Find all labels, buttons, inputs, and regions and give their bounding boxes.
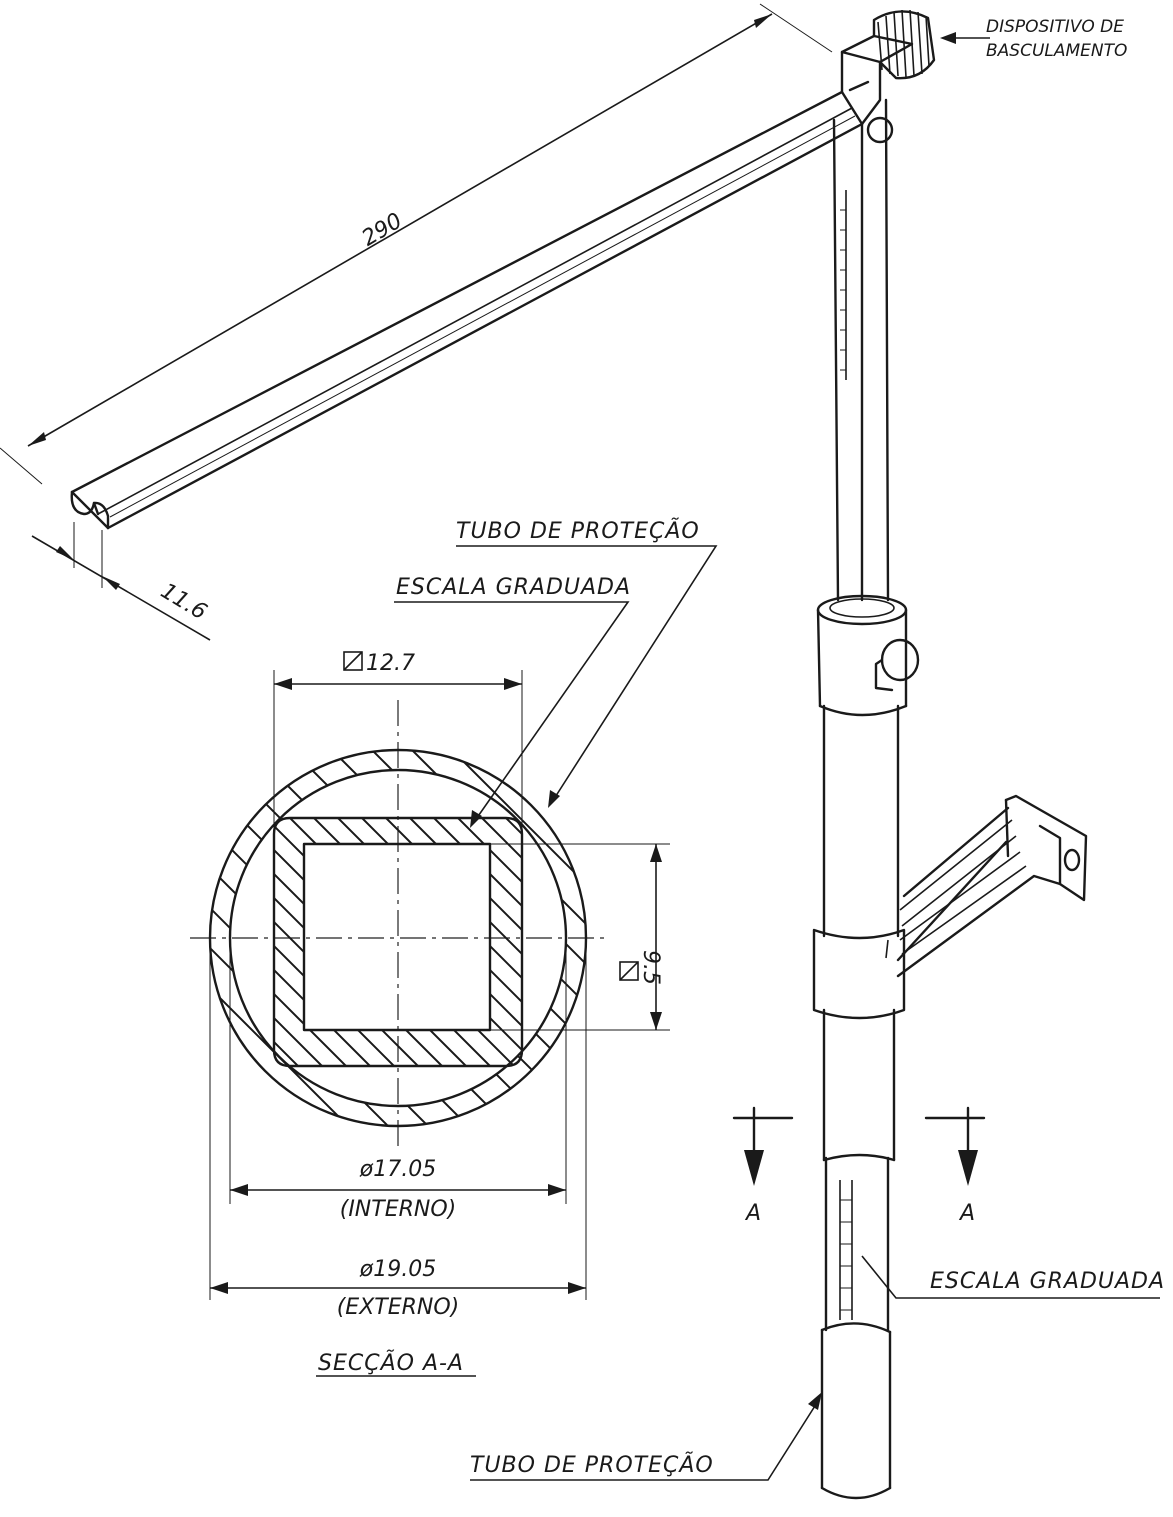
external-diameter-value: ø19.05 (359, 1257, 436, 1282)
vertical-upper-tube (832, 98, 894, 602)
section-marker-right (924, 1106, 986, 1186)
section-marker-left (732, 1106, 794, 1186)
section-title: SECÇÃO A-A (318, 1349, 464, 1376)
protection-tube-top-label: TUBO DE PROTEÇÃO (456, 517, 700, 544)
square-outer-dimension: 12.7 (366, 651, 415, 676)
vertical-lower-tube (824, 1156, 890, 1332)
section-marker-left-letter: A (744, 1201, 761, 1226)
adjust-collar (816, 594, 920, 717)
protection-tube-bottom-label: TUBO DE PROTEÇÃO (470, 1451, 714, 1478)
horizontal-arm (70, 90, 864, 530)
graduated-scale-top-label: ESCALA GRADUADA (396, 575, 631, 600)
tilt-device-knob (840, 9, 936, 126)
graduated-scale-right-label: ESCALA GRADUADA (930, 1269, 1165, 1294)
protection-tube-middle (812, 704, 906, 1162)
section-marker-right-letter: A (958, 1201, 975, 1226)
arm-width-dimension (31, 522, 211, 641)
internal-diameter-value: ø17.05 (359, 1157, 436, 1182)
square-inner-dimension: 9.5 (638, 950, 663, 985)
leader-lines (394, 32, 1160, 1481)
section-a-a-view (190, 651, 670, 1377)
tilt-device-label-line2: BASCULAMENTO (986, 41, 1127, 61)
tilt-device-label-line1: DISPOSITIVO DE (986, 17, 1124, 37)
side-bracket (896, 794, 1088, 978)
external-diameter-note: (EXTERNO) (337, 1295, 460, 1320)
arm-width-value: 11.6 (156, 579, 211, 626)
arm-length-value: 290 (358, 208, 407, 251)
protection-tube-bottom (820, 1322, 892, 1500)
arm-length-dimension (0, 3, 833, 485)
internal-diameter-note: (INTERNO) (340, 1197, 457, 1222)
